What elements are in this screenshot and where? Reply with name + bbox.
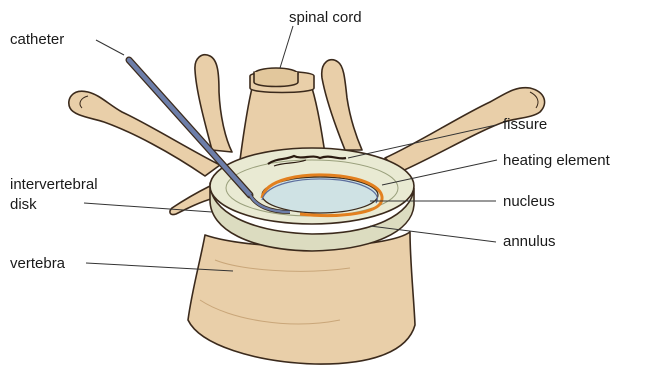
vertebra-shape	[188, 232, 415, 364]
label-fissure: fissure	[503, 116, 547, 133]
leader-catheter	[96, 40, 124, 55]
label-annulus: annulus	[503, 233, 556, 250]
label-disk: disk	[10, 196, 37, 213]
intervertebral-disk	[210, 148, 414, 251]
label-nucleus: nucleus	[503, 193, 555, 210]
label-heating-element: heating element	[503, 152, 611, 169]
label-intervertebral: intervertebral	[10, 176, 98, 193]
label-vertebra: vertebra	[10, 255, 66, 272]
vertebra-body	[188, 232, 415, 364]
spinal-cord	[240, 68, 326, 160]
label-spinal-cord: spinal cord	[289, 9, 362, 26]
label-catheter: catheter	[10, 31, 64, 48]
superior-process-right	[322, 60, 362, 150]
leader-spinal-cord	[280, 26, 293, 68]
